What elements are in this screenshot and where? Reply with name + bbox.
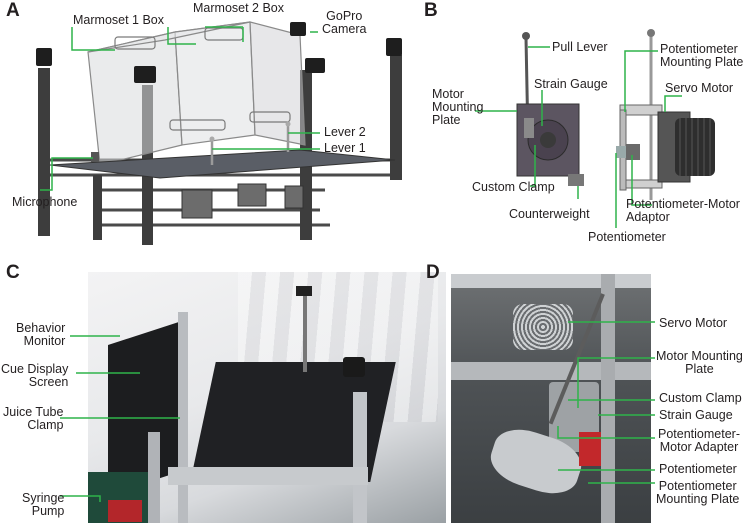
potentiometer-label-d: Potentiometer [659,462,737,476]
panel-b-letter: B [424,0,438,21]
pull-lever-label: Pull Lever [552,40,608,54]
custom-clamp-label-d: Custom Clamp [659,391,742,405]
apparatus-diagram [36,21,402,245]
marmoset-1-box-label: Marmoset 1 Box [73,13,165,27]
lever-2-label: Lever 2 [324,125,366,139]
custom-clamp-label: Custom Clamp [472,180,555,194]
potentiometer-motor-adapter-label-d: Potentiometer- Motor Adapter [658,427,740,454]
panel-a: A Marmoset 1 Box Marmoset 2 Box GoPro Ca… [0,0,420,255]
potentiometer-label: Potentiometer [588,230,666,244]
panel-d-letter: D [426,262,440,283]
potentiometer-motor-adaptor-label: Potentiometer-Motor Adaptor [626,197,740,224]
lever-1-label: Lever 1 [324,141,366,155]
servo-motor-label: Servo Motor [665,81,734,95]
microphone-label: Microphone [12,195,78,209]
camera-1 [36,48,52,66]
panel-d-leaders [557,321,655,484]
syringe-pump-label: Syringe Pump [22,491,65,518]
panel-a-letter: A [6,0,20,21]
panel-b: B Pull Lever Strain Gauge Motor Mounting… [420,0,752,255]
panel-c-letter: C [6,262,20,283]
camera-2 [134,66,156,83]
panel-c: C Behavior Monitor Cue Display Screen Ju… [0,258,448,523]
panel-c-leaders [60,335,180,502]
servo-motor-label-d: Servo Motor [659,316,728,330]
strain-gauge-label-d: Strain Gauge [659,408,733,422]
potentiometer-mounting-plate-label: Potentiometer Mounting Plate [660,42,744,69]
marmoset-2-box-label: Marmoset 2 Box [193,1,285,15]
rig-photo [88,272,446,523]
camera-5 [386,38,402,56]
juice-tube-clamp-label: Juice Tube Clamp [3,405,64,432]
lever-mechanism-diagram [475,29,715,228]
camera-3 [290,22,306,36]
motor-mounting-plate-label-d: Motor Mounting Plate [656,349,743,376]
servo-motor [513,304,573,350]
camera-4 [305,58,325,73]
gopro-camera-label: GoPro Camera [322,9,367,36]
counterweight-label: Counterweight [509,207,590,221]
behavior-monitor-label: Behavior Monitor [16,321,66,348]
cue-display-screen-label: Cue Display Screen [1,362,69,389]
syringe-pump [108,500,142,522]
potentiometer-mounting-plate-label-d: Potentiometer Mounting Plate [656,479,740,506]
strain-gauge-label: Strain Gauge [534,77,608,91]
mechanism-photo [451,274,651,523]
motor-mounting-plate-label: Motor Mounting Plate [432,87,484,127]
panel-d: D Servo Motor Motor Mounting Plate Custo… [426,258,752,523]
